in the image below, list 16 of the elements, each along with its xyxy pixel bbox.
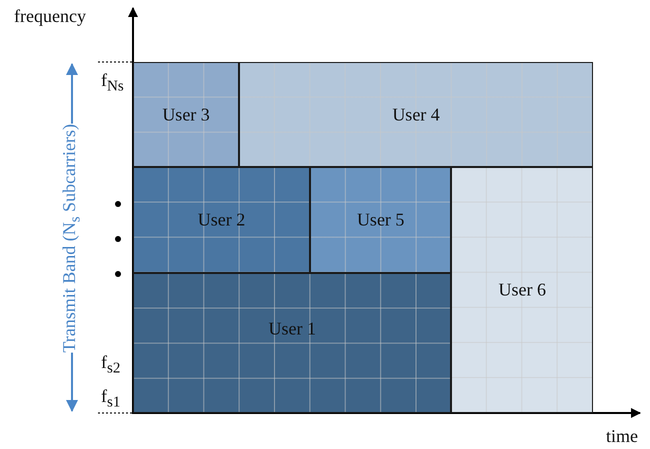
block-label: User 2: [196, 209, 246, 230]
resource-block: [310, 167, 452, 273]
axis-label: frequency: [14, 6, 86, 27]
resource-block: [451, 167, 593, 413]
tick-label: f$_{s2}$: [101, 352, 120, 378]
block-label: User 4: [391, 104, 441, 126]
tick-label: f$_{s1}$: [101, 386, 120, 412]
block-label: User 5: [356, 209, 406, 230]
block-label: User 6: [497, 280, 547, 301]
block-label: User 3: [161, 104, 211, 126]
tick-label: f$_{Ns}$: [101, 70, 124, 96]
resource-block: [133, 62, 240, 168]
resource-block: [133, 272, 452, 413]
resource-block: [239, 62, 593, 168]
resource-block: [133, 167, 310, 273]
axis-label: time: [606, 426, 638, 447]
